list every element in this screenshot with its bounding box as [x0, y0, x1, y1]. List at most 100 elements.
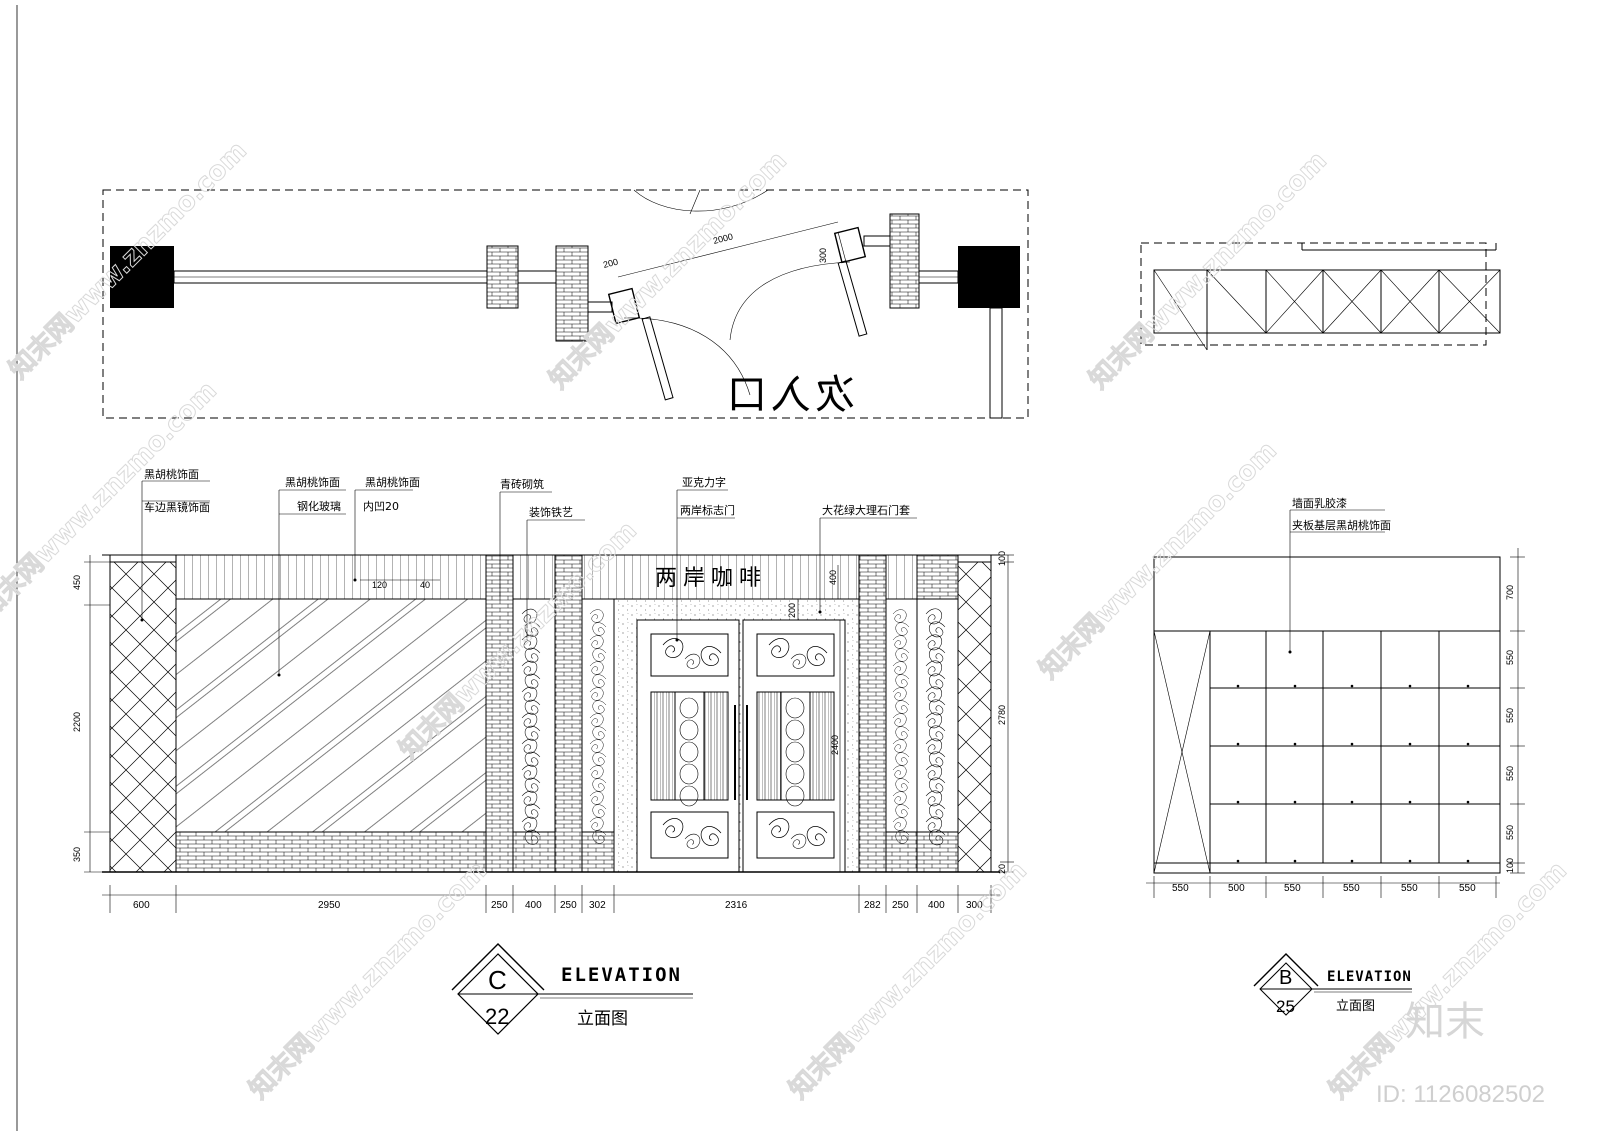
plan-door-leaf [837, 260, 868, 337]
callout-c6: 大花绿大理石门套 [822, 503, 910, 517]
callout-c2-line2: 钢化玻璃 [297, 499, 341, 513]
marker-b-letter: B [1279, 967, 1292, 989]
elevation-c: 两岸咖啡 黑胡桃饰面 车边黑镜饰面 黑胡桃饰面 钢化玻璃 黑胡桃饰面 内凹20 [72, 467, 1014, 1035]
fixing-point [1350, 742, 1354, 746]
entrance-label: 次入口 [723, 372, 855, 418]
callout-c1-line1: 黑胡桃饰面 [144, 467, 199, 481]
b-dim-bottom-550d: 550 [1401, 883, 1418, 894]
plan-dim-200: 200 [602, 257, 619, 270]
brick-base [175, 831, 487, 873]
dim-right-2780: 2780 [997, 705, 1007, 725]
plan-brick-pier [889, 213, 920, 309]
door-grille-ring [785, 763, 805, 785]
b-panel-grid [1154, 631, 1500, 864]
door-grille-ring [785, 785, 805, 807]
plan-brick-pier [486, 245, 519, 309]
dim-bottom-400b: 400 [928, 900, 945, 911]
marker-c-number: 22 [485, 1004, 509, 1029]
dim-bottom-250: 250 [491, 900, 508, 911]
b-dim-right-550a: 550 [1505, 650, 1515, 665]
plan-dim-300: 300 [818, 248, 828, 263]
b-dim-bottom-550b: 550 [1284, 883, 1301, 894]
door-ornaments [662, 638, 828, 849]
b-dim-right-550d: 550 [1505, 825, 1515, 840]
dims-left: 450 2200 350 [72, 555, 110, 873]
dim-bottom-282: 282 [864, 900, 881, 911]
title-b-en: ELEVATION [1327, 969, 1412, 985]
b-dim-right-100: 100 [1505, 858, 1515, 873]
id-text: ID: 1126082502 [1376, 1081, 1545, 1108]
plan-wall-strip [863, 235, 891, 247]
fixing-point [1236, 684, 1240, 688]
door-grille-ring [785, 741, 805, 763]
plan-column-left [110, 246, 174, 308]
dim-inner-400: 400 [828, 570, 838, 585]
fixing-point [1408, 742, 1412, 746]
dim-bottom-2316: 2316 [725, 900, 748, 911]
callout-c1-line2: 车边黑镜饰面 [144, 500, 210, 514]
b-dim-right-700: 700 [1505, 585, 1515, 600]
fixing-point [1466, 742, 1470, 746]
brick-pier [554, 554, 583, 873]
door-grille-ring [679, 741, 699, 763]
watermark: 知末网www.znzmo.com [784, 856, 1033, 1105]
b-dim-bottom-550c: 550 [1343, 883, 1360, 894]
plan-wall-strip [517, 270, 557, 284]
plan-column-right [958, 246, 1020, 308]
dim-inner-120: 120 [372, 580, 387, 590]
b-plan-panels [1153, 269, 1501, 351]
callout-c2-line1: 黑胡桃饰面 [285, 475, 340, 489]
fixing-point [1236, 859, 1240, 863]
title-marker-c: C 22 ELEVATION 立面图 [451, 943, 693, 1035]
plan-door-swing [623, 317, 751, 396]
plan-door-swing [729, 261, 851, 341]
callout-c5-line1: 亚克力字 [682, 475, 726, 489]
door-grille-ring [679, 763, 699, 785]
shop-sign: 两岸咖啡 [655, 566, 767, 591]
b-callout-2: 夹板基层黑胡桃饰面 [1292, 518, 1391, 532]
callout-c3-line1: 黑胡桃饰面 [365, 475, 420, 489]
title-c-cn: 立面图 [577, 1009, 628, 1029]
b-dim-bottom-550e: 550 [1459, 883, 1476, 894]
b-callout-1: 墙面乳胶漆 [1292, 496, 1347, 510]
door-grille-ring [679, 719, 699, 741]
watermark: 知末网www.znzmo.com [244, 856, 493, 1105]
dim-inner-40: 40 [420, 580, 430, 590]
dims-bottom: 600 2950 250 400 250 302 2316 282 250 40… [102, 885, 1000, 913]
dim-inner-2400: 2400 [830, 735, 840, 755]
door-grille-ring [679, 697, 699, 719]
fixing-point [1350, 800, 1354, 804]
plan-dim-2000: 2000 [712, 231, 734, 246]
title-b-cn: 立面图 [1336, 999, 1375, 1014]
callout-c4-line2: 装饰铁艺 [529, 505, 573, 519]
floor-plan: 200 2000 300 次入口 [102, 189, 1029, 419]
dim-bottom-302: 302 [589, 900, 606, 911]
fixing-point [1293, 742, 1297, 746]
fixing-point [1408, 859, 1412, 863]
lattice-column-right [957, 561, 992, 873]
dim-right-20: 20 [997, 864, 1007, 874]
elevation-b: 墙面乳胶漆 夹板基层黑胡桃饰面 700 550 550 550 550 100 … [1146, 496, 1525, 1016]
fixing-point [1236, 800, 1240, 804]
decorative-iron-panel [512, 598, 556, 833]
b-plan [1140, 242, 1501, 351]
brick-pier [858, 554, 887, 873]
plan-brick-pier [555, 245, 589, 342]
brick-pier [485, 554, 514, 873]
title-c-en: ELEVATION [561, 964, 682, 986]
callout-c4-line1: 青砖砌筑 [500, 477, 544, 491]
dim-bottom-250b: 250 [560, 900, 577, 911]
dim-left-450: 450 [72, 575, 82, 590]
decorative-iron-panel [581, 598, 615, 833]
dim-left-350: 350 [72, 847, 82, 862]
door-grille-ring [679, 785, 699, 807]
tempered-glass-panel [175, 598, 487, 833]
plan-dashed-boundary [102, 189, 1029, 419]
decorative-iron-panel [885, 598, 918, 833]
b-dim-bottom-500: 500 [1228, 883, 1245, 894]
lattice-column-left [109, 561, 177, 873]
plan-door-leaf [641, 316, 674, 401]
b-dim-right-550c: 550 [1505, 766, 1515, 781]
b-dim-bottom-550a: 550 [1172, 883, 1189, 894]
